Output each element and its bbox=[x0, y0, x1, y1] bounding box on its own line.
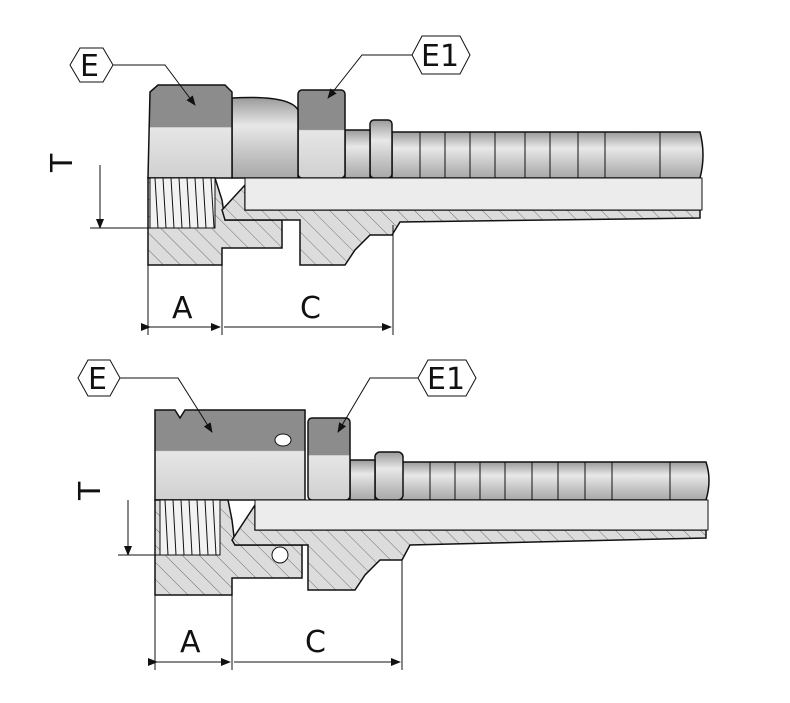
top-dimensions: T A C bbox=[45, 153, 394, 335]
top-tail bbox=[391, 131, 704, 179]
bottom-fitting: T A C E E1 bbox=[73, 359, 710, 670]
top-fitting: T A C E E1 bbox=[45, 35, 704, 335]
bottom-dim-c: C bbox=[305, 625, 326, 660]
bottom-thread-lines bbox=[164, 499, 217, 556]
top-tail-ribs bbox=[419, 132, 661, 178]
svg-text:E1: E1 bbox=[427, 362, 465, 397]
bottom-callout-e1: E1 bbox=[337, 359, 477, 433]
top-callout-e1: E1 bbox=[327, 35, 471, 99]
bottom-dim-a: A bbox=[180, 625, 201, 660]
top-bore bbox=[244, 177, 703, 211]
top-callout-e: E bbox=[69, 47, 196, 106]
top-dim-a: A bbox=[172, 291, 193, 326]
top-hex-e1 bbox=[297, 89, 346, 179]
bottom-bore bbox=[254, 499, 709, 531]
top-dim-t: T bbox=[45, 153, 80, 173]
bottom-hex-e1 bbox=[307, 417, 351, 501]
bottom-dimensions: T A C bbox=[73, 481, 403, 670]
top-dim-c: C bbox=[300, 291, 321, 326]
bottom-nut-hole bbox=[274, 433, 292, 447]
top-collar bbox=[369, 119, 393, 179]
top-neck bbox=[231, 96, 299, 179]
svg-text:E: E bbox=[88, 362, 107, 397]
svg-text:E: E bbox=[80, 49, 99, 84]
bottom-callout-e: E bbox=[77, 359, 213, 433]
bottom-tail bbox=[399, 461, 710, 501]
bottom-dim-t: T bbox=[73, 481, 108, 501]
bottom-oring bbox=[271, 546, 289, 564]
bottom-tail-ribs bbox=[429, 462, 671, 500]
bottom-nut-e bbox=[154, 409, 306, 501]
top-thread-lines bbox=[154, 177, 215, 229]
svg-text:E1: E1 bbox=[421, 39, 459, 74]
